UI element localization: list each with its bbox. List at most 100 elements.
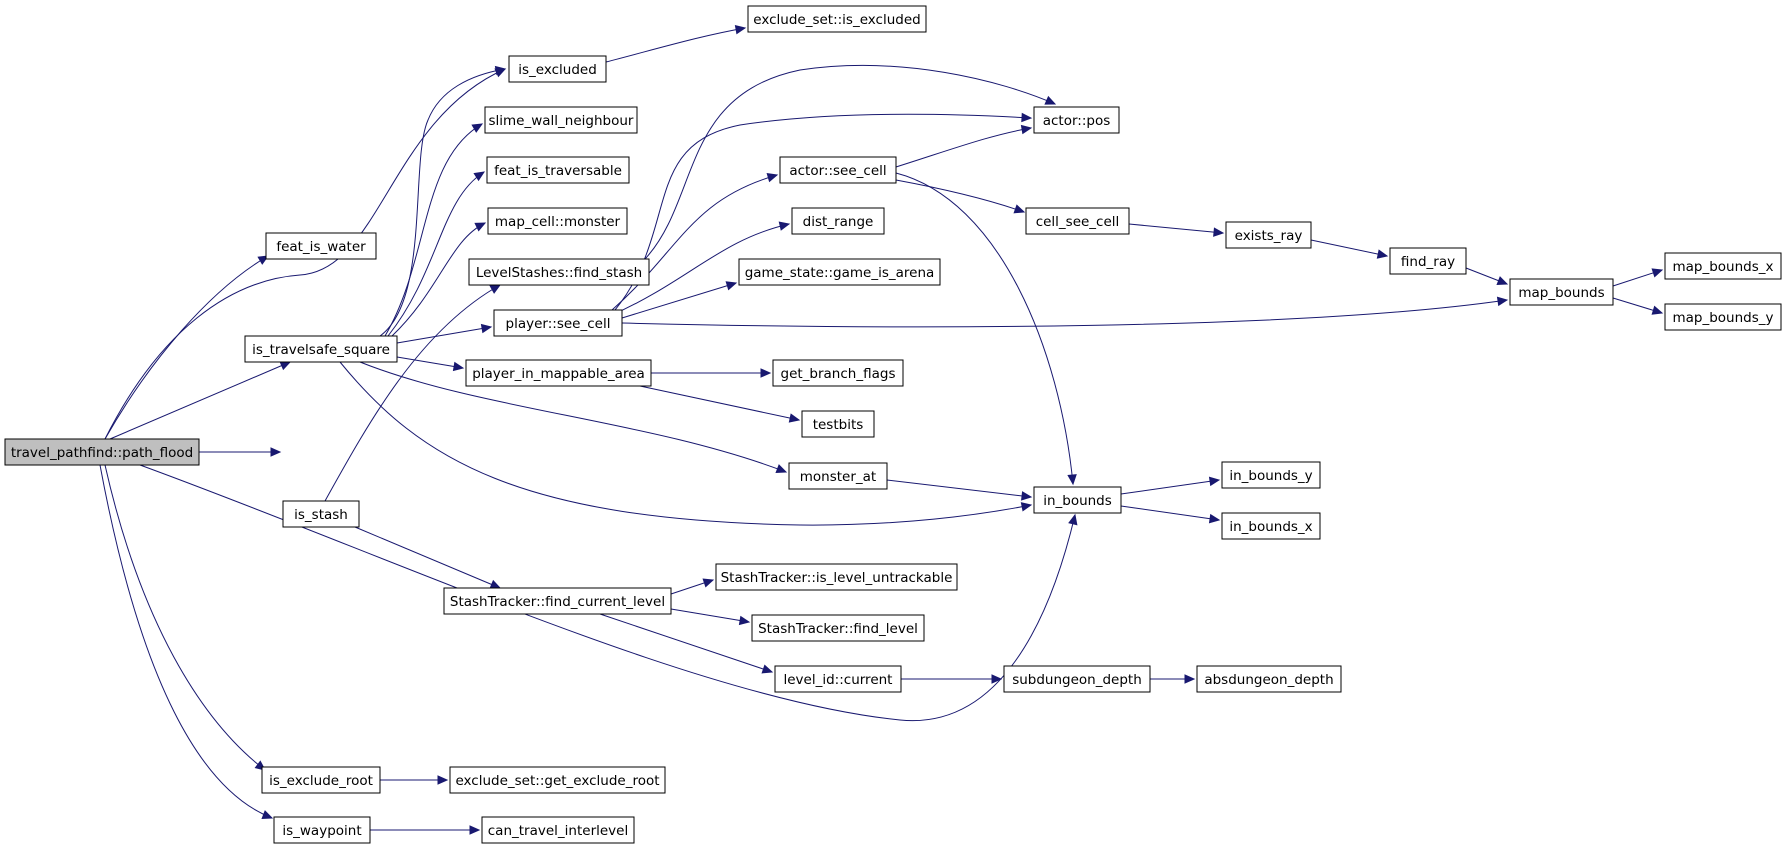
node-is_travelsafe_square[interactable]: is_travelsafe_square <box>244 335 398 363</box>
node-box[interactable] <box>244 335 398 363</box>
node-box[interactable] <box>468 258 650 286</box>
node-absdungeon_depth[interactable]: absdungeon_depth <box>1196 665 1342 693</box>
node-box[interactable] <box>715 563 958 591</box>
node-box[interactable] <box>265 232 377 260</box>
node-box[interactable] <box>1033 106 1120 134</box>
node-actor_pos[interactable]: actor::pos <box>1033 106 1120 134</box>
node-box[interactable] <box>1509 278 1614 306</box>
node-player_in_mappable_area[interactable]: player_in_mappable_area <box>465 359 652 387</box>
node-box[interactable] <box>481 816 635 844</box>
node-find_current_level[interactable]: StashTracker::find_current_level <box>443 587 672 615</box>
node-map_bounds_y[interactable]: map_bounds_y <box>1664 303 1782 331</box>
node-feat_is_water[interactable]: feat_is_water <box>265 232 377 260</box>
node-is_excluded[interactable]: is_excluded <box>508 55 607 83</box>
node-box[interactable] <box>508 55 607 83</box>
node-box[interactable] <box>751 614 925 642</box>
node-map_cell_monster[interactable]: map_cell::monster <box>487 207 628 235</box>
edge-line <box>104 68 506 440</box>
edge-player_see_cell-to-actor_see_cell <box>611 173 779 311</box>
node-box[interactable] <box>4 438 200 466</box>
node-box[interactable] <box>1664 252 1782 280</box>
node-slime_wall_neighbour[interactable]: slime_wall_neighbour <box>484 106 638 134</box>
node-box[interactable] <box>1003 665 1151 693</box>
node-label: testbits <box>813 417 864 433</box>
node-find_level[interactable]: StashTracker::find_level <box>751 614 925 642</box>
node-actor_see_cell[interactable]: actor::see_cell <box>779 156 897 184</box>
node-box[interactable] <box>738 258 941 286</box>
node-in_bounds_x[interactable]: in_bounds_x <box>1221 512 1321 540</box>
node-box[interactable] <box>465 359 652 387</box>
node-box[interactable] <box>1225 221 1312 249</box>
node-box[interactable] <box>1033 486 1122 514</box>
edge-find_current_level-to-is_level_untrackable <box>670 578 715 595</box>
node-cell_see_cell[interactable]: cell_see_cell <box>1025 207 1130 235</box>
node-box[interactable] <box>1664 303 1782 331</box>
node-label: is_exclude_root <box>269 773 373 789</box>
node-is_stash[interactable]: is_stash <box>282 500 360 528</box>
node-box[interactable] <box>282 500 360 528</box>
edge-arrowhead <box>1020 502 1033 512</box>
node-box[interactable] <box>449 766 666 794</box>
node-is_level_untrackable[interactable]: StashTracker::is_level_untrackable <box>715 563 958 591</box>
node-map_bounds[interactable]: map_bounds <box>1509 278 1614 306</box>
edge-arrowhead <box>734 24 747 35</box>
node-label: absdungeon_depth <box>1204 672 1333 688</box>
node-box[interactable] <box>747 5 927 33</box>
node-game_is_arena[interactable]: game_state::game_is_arena <box>738 258 941 286</box>
edge-find_ray-to-map_bounds <box>1465 267 1509 285</box>
edge-arrowhead <box>1021 491 1033 501</box>
edge-arrowhead <box>1020 124 1033 135</box>
node-box[interactable] <box>791 207 885 235</box>
node-box[interactable] <box>1221 512 1321 540</box>
node-find_ray[interactable]: find_ray <box>1389 247 1467 275</box>
node-level_id_current[interactable]: level_id::current <box>774 665 902 693</box>
node-find_stash[interactable]: LevelStashes::find_stash <box>468 258 650 286</box>
edge-path_flood-to-is_exclude_root <box>104 464 266 771</box>
node-in_bounds[interactable]: in_bounds <box>1033 486 1122 514</box>
node-dist_range[interactable]: dist_range <box>791 207 885 235</box>
node-box[interactable] <box>493 309 623 337</box>
edge-arrowhead <box>702 578 715 588</box>
node-can_travel_interlevel[interactable]: can_travel_interlevel <box>481 816 635 844</box>
edge-arrowhead <box>1021 112 1033 123</box>
edge-line <box>621 282 737 319</box>
node-box[interactable] <box>484 106 638 134</box>
node-map_bounds_x[interactable]: map_bounds_x <box>1664 252 1782 280</box>
edge-line <box>1120 505 1220 521</box>
node-path_flood[interactable]: travel_pathfind::path_flood <box>4 438 200 466</box>
edge-arrowhead <box>788 413 801 423</box>
node-get_exclude_root[interactable]: exclude_set::get_exclude_root <box>449 766 666 794</box>
node-testbits[interactable]: testbits <box>801 410 875 438</box>
node-box[interactable] <box>273 816 371 844</box>
edge-arrowhead <box>489 284 502 294</box>
node-box[interactable] <box>772 359 904 387</box>
node-subdungeon_depth[interactable]: subdungeon_depth <box>1003 665 1151 693</box>
edge-actor_see_cell-to-actor_pos <box>895 124 1033 168</box>
edge-subdungeon_depth-to-absdungeon_depth <box>1150 674 1196 684</box>
node-box[interactable] <box>788 462 888 490</box>
node-box[interactable] <box>1025 207 1130 235</box>
node-box[interactable] <box>1389 247 1467 275</box>
node-player_see_cell[interactable]: player::see_cell <box>493 309 623 337</box>
node-box[interactable] <box>486 156 630 184</box>
node-box[interactable] <box>779 156 897 184</box>
edge-cell_see_cell-to-exists_ray <box>1128 223 1225 237</box>
node-box[interactable] <box>1196 665 1342 693</box>
node-box[interactable] <box>261 766 381 794</box>
node-box[interactable] <box>801 410 875 438</box>
node-is_exclude_root[interactable]: is_exclude_root <box>261 766 381 794</box>
node-box[interactable] <box>443 587 672 615</box>
node-in_bounds_y[interactable]: in_bounds_y <box>1221 461 1321 489</box>
edge-line <box>324 284 501 502</box>
node-is_waypoint[interactable]: is_waypoint <box>273 816 371 844</box>
node-monster_at[interactable]: monster_at <box>788 462 888 490</box>
node-exclude_is_excluded[interactable]: exclude_set::is_excluded <box>747 5 927 33</box>
node-exists_ray[interactable]: exists_ray <box>1225 221 1312 249</box>
node-get_branch_flags[interactable]: get_branch_flags <box>772 359 904 387</box>
node-box[interactable] <box>487 207 628 235</box>
edge-arrowhead <box>279 361 292 371</box>
node-box[interactable] <box>1221 461 1321 489</box>
node-box[interactable] <box>774 665 902 693</box>
node-feat_is_traversable[interactable]: feat_is_traversable <box>486 156 630 184</box>
